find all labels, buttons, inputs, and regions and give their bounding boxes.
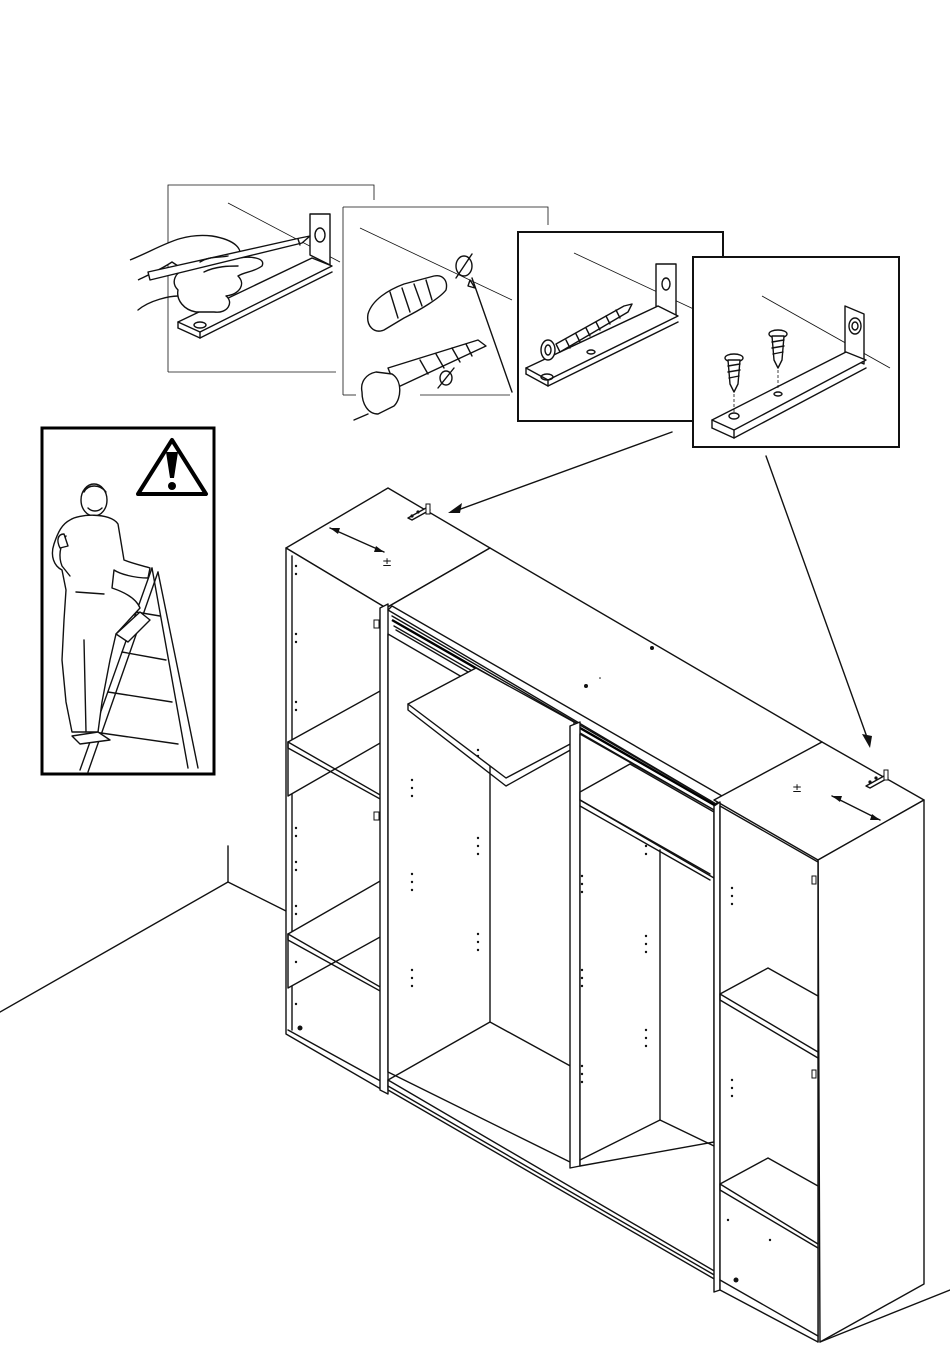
detail-panel-screws-cabinet (693, 257, 899, 447)
detail-panel-mark-wall (130, 185, 374, 372)
drill-bit-icon (388, 340, 486, 388)
top-marker-left: ± (382, 555, 392, 569)
wardrobe-carcass: ± (286, 488, 924, 1342)
top-marker-right: ± (792, 781, 802, 795)
right-cabinet: ± (714, 742, 924, 1342)
safety-panel (42, 428, 214, 774)
